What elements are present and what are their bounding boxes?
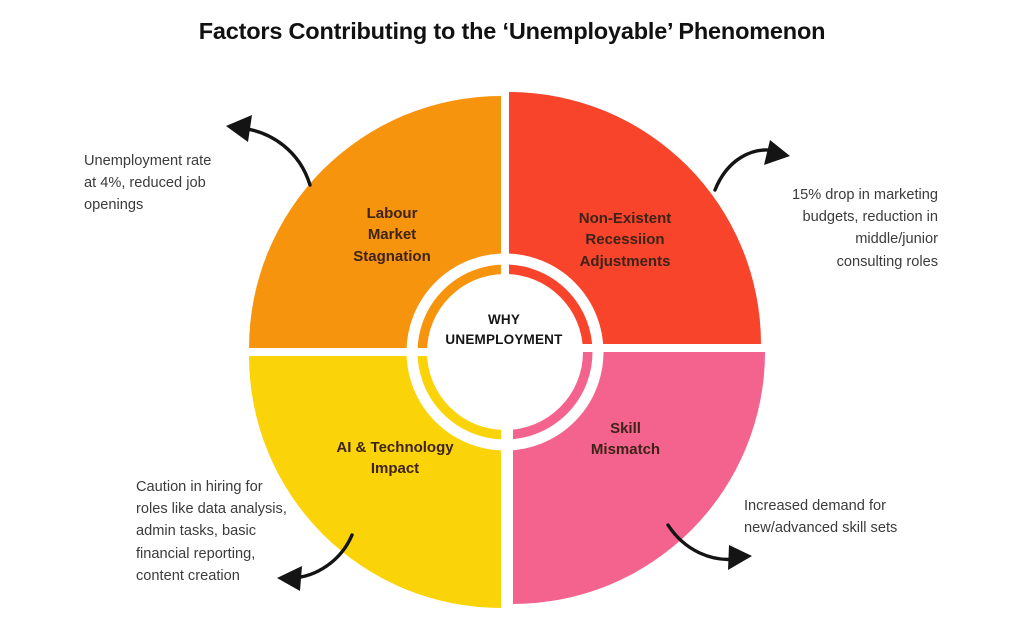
arrow-head-bottom-right [728, 545, 752, 570]
hub-center-label: WHY UNEMPLOYMENT [445, 312, 563, 347]
hub-outer-ring [406, 253, 604, 451]
callout-skill-mismatch: Increased demand for new/advanced skill … [744, 498, 898, 537]
hub-disc [427, 274, 583, 430]
wedge-label-non-existent-recession-adjustments: Non-Existent Recessiion Adjustments [578, 210, 672, 270]
page-title: Factors Contributing to the ‘Unemployabl… [198, 18, 826, 44]
arrow-head-top-right [764, 140, 790, 165]
wedge-label-labour-market-stagnation: Labour Market Stagnation [353, 205, 431, 265]
arrow-head-bottom-left [277, 566, 302, 591]
arrow-top-left [238, 126, 312, 187]
arrow-head-top-left [226, 115, 252, 142]
wedge-label-skill-mismatch: Skill Mismatch [590, 420, 661, 459]
callout-non-existent-recession-adjustments: 15% drop in marketing budgets, reduction… [791, 187, 938, 270]
wedge-label-ai-technology-impact: AI & Technology Impact [336, 439, 454, 478]
callout-ai-technology-impact: Caution in hiring for roles like data an… [136, 479, 287, 584]
callout-labour-market-stagnation: Unemployment rate at 4%, reduced job ope… [84, 153, 212, 214]
